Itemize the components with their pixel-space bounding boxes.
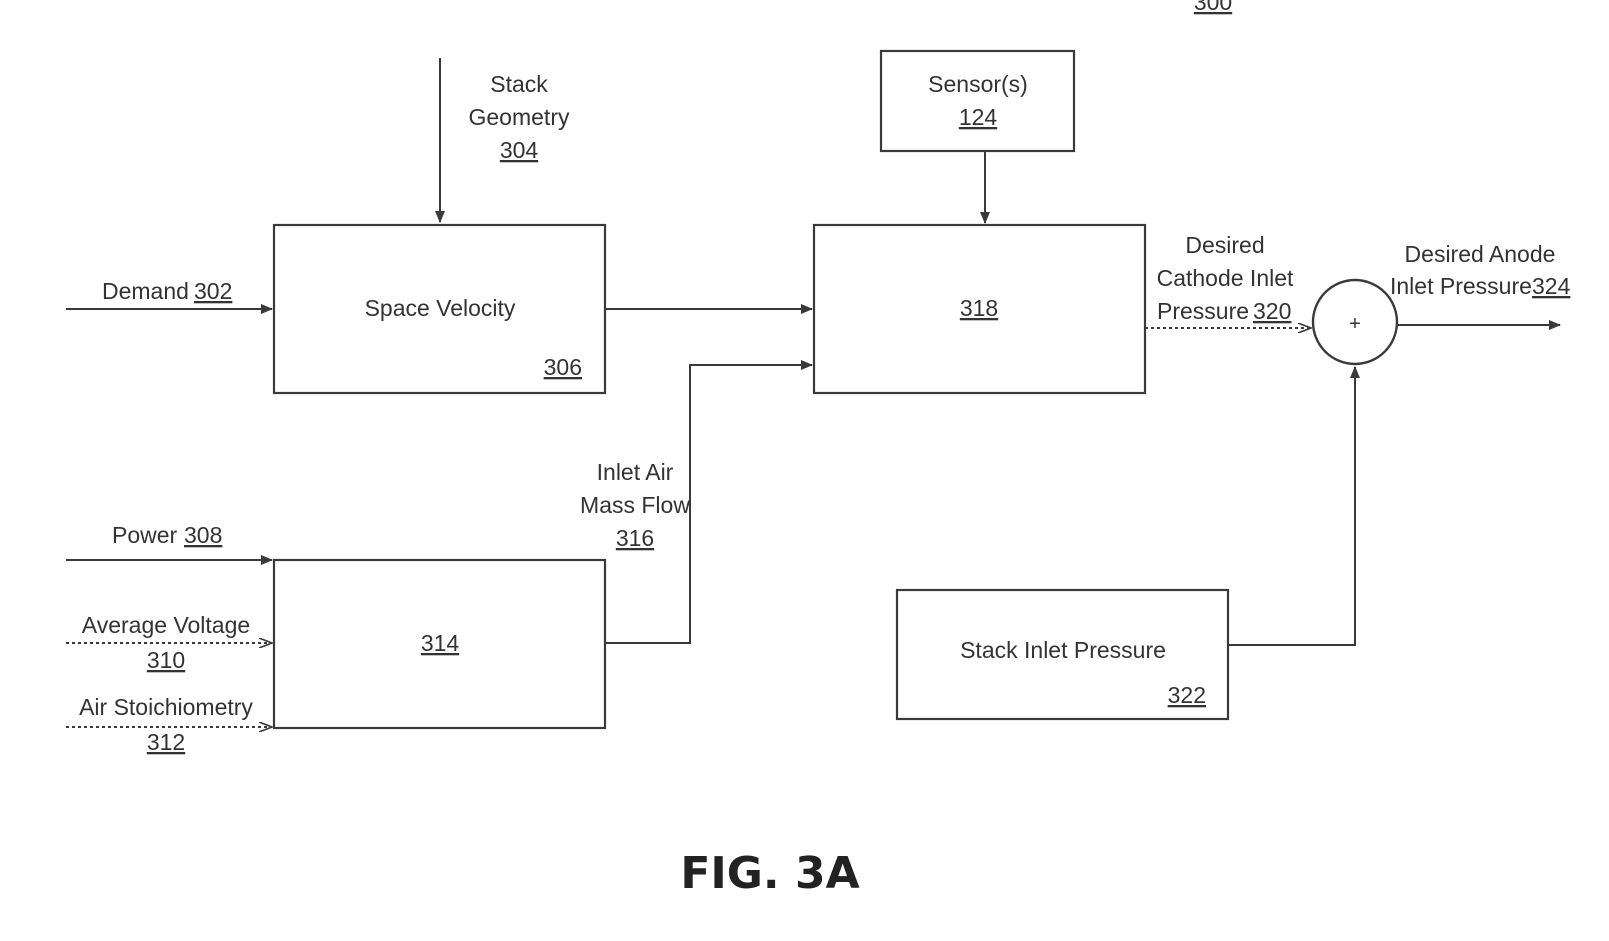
air-stoichiometry-ref: 312	[147, 729, 185, 755]
stack-inlet-pressure-ref: 322	[1168, 682, 1206, 708]
inlet-air-label-line2: Mass Flow	[580, 492, 690, 518]
desired-anode-line2: Inlet Pressure	[1390, 273, 1532, 299]
desired-cathode-line1: Desired	[1185, 232, 1264, 258]
block-318-ref: 318	[960, 295, 998, 321]
stack-inlet-pressure-to-sum-arrow	[1228, 367, 1355, 645]
space-velocity-label: Space Velocity	[365, 295, 516, 321]
desired-cathode-line2: Cathode Inlet	[1157, 265, 1294, 291]
figure-number: 300	[1194, 0, 1232, 15]
demand-label: Demand	[102, 278, 189, 304]
stack-geometry-label-line2: Geometry	[469, 104, 570, 130]
stack-geometry-label-line1: Stack	[490, 71, 548, 97]
block-314-ref: 314	[421, 630, 460, 656]
summing-junction-plus: +	[1349, 313, 1361, 335]
desired-cathode-ref: 320	[1253, 298, 1291, 324]
average-voltage-label: Average Voltage	[82, 612, 250, 638]
desired-cathode-line3: Pressure	[1157, 298, 1249, 324]
demand-ref: 302	[194, 278, 232, 304]
sensors-label: Sensor(s)	[928, 71, 1028, 97]
power-ref: 308	[184, 522, 222, 548]
desired-anode-line1: Desired Anode	[1405, 241, 1556, 267]
figure-caption: FIG. 3A	[680, 848, 859, 899]
sensors-block	[881, 51, 1074, 151]
power-label: Power	[112, 522, 178, 548]
inlet-air-ref: 316	[616, 525, 654, 551]
stack-geometry-ref: 304	[500, 137, 539, 163]
sensors-ref: 124	[959, 104, 998, 130]
stack-inlet-pressure-label: Stack Inlet Pressure	[960, 637, 1166, 663]
space-velocity-ref: 306	[544, 354, 582, 380]
average-voltage-ref: 310	[147, 647, 185, 673]
desired-anode-ref: 324	[1532, 273, 1571, 299]
air-stoichiometry-label: Air Stoichiometry	[79, 694, 253, 720]
inlet-air-label-line1: Inlet Air	[597, 459, 674, 485]
